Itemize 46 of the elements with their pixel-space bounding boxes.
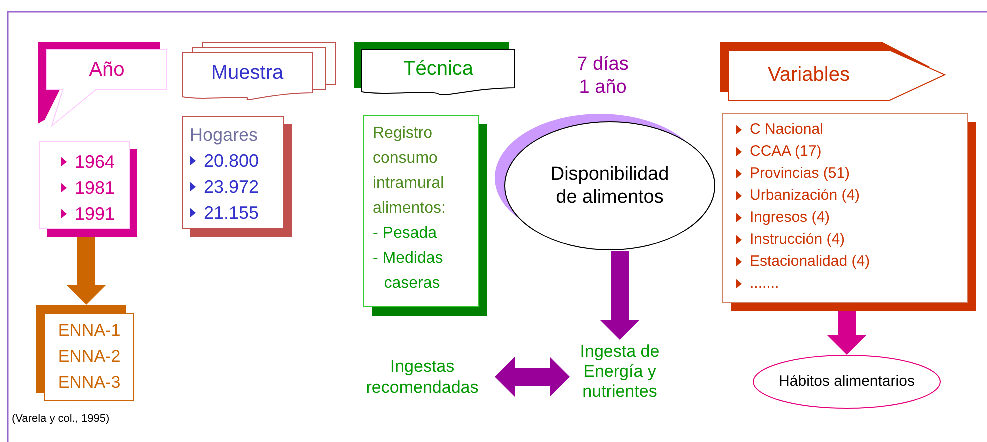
node-text: Ingesta de Energía y nutrientes [579, 342, 661, 402]
callout-shape [38, 42, 168, 127]
method-text: Registro consumo intramural alimentos: [373, 124, 447, 219]
variable-text: Ingresos (4) [750, 208, 830, 228]
variable-text: ....... [750, 274, 780, 294]
method-text: - Medidas caseras [373, 249, 444, 294]
survey-name: ENNA-1 [58, 320, 121, 342]
list-box [722, 113, 976, 311]
list-box [182, 116, 292, 237]
sample-text: 20.800 [204, 150, 260, 173]
ellipse-shape [495, 112, 717, 251]
sample-text: Hogares [190, 124, 260, 147]
double-block-arrow [495, 357, 570, 397]
variable-text: Estacionalidad (4) [750, 252, 870, 272]
heading-text: Año [89, 58, 125, 82]
variable-text: CCAA (17) [750, 142, 822, 162]
sample-text: 23.972 [204, 176, 260, 199]
year-text: 1981 [75, 177, 116, 200]
heading-text: Variables [768, 63, 850, 87]
year-text: 1964 [75, 151, 116, 174]
pentagon-arrow-shape [720, 42, 946, 102]
sample-text: 21.155 [204, 202, 260, 225]
heading-text: Técnica [403, 57, 474, 81]
variable-text: Provincias (51) [750, 164, 850, 184]
ellipse-shape [753, 355, 941, 409]
list-box [39, 141, 137, 237]
variable-text: Urbanización (4) [750, 186, 860, 206]
result-box [36, 305, 134, 401]
block-arrow [827, 311, 867, 355]
block-arrow [66, 237, 106, 305]
node-text: Ingestas recomendadas [365, 356, 480, 398]
period-label: 7 días 1 año [576, 53, 630, 99]
year-text: 1991 [75, 203, 116, 226]
block-arrow [600, 251, 640, 340]
method-text: - Pesada [373, 224, 438, 244]
heading-text: Muestra [211, 61, 284, 85]
node-text: Hábitos alimentarios [779, 372, 915, 392]
variable-text: Instrucción (4) [750, 230, 846, 250]
node-text: Disponibilidad de alimentos [550, 163, 670, 209]
text-box [363, 115, 487, 316]
survey-name: ENNA-2 [58, 346, 121, 368]
document-shape [354, 42, 516, 98]
survey-name: ENNA-3 [58, 372, 121, 394]
source-caption: (Varela y col., 1995) [12, 413, 110, 425]
document-stack-shape [182, 42, 336, 100]
variable-text: C Nacional [750, 120, 824, 140]
